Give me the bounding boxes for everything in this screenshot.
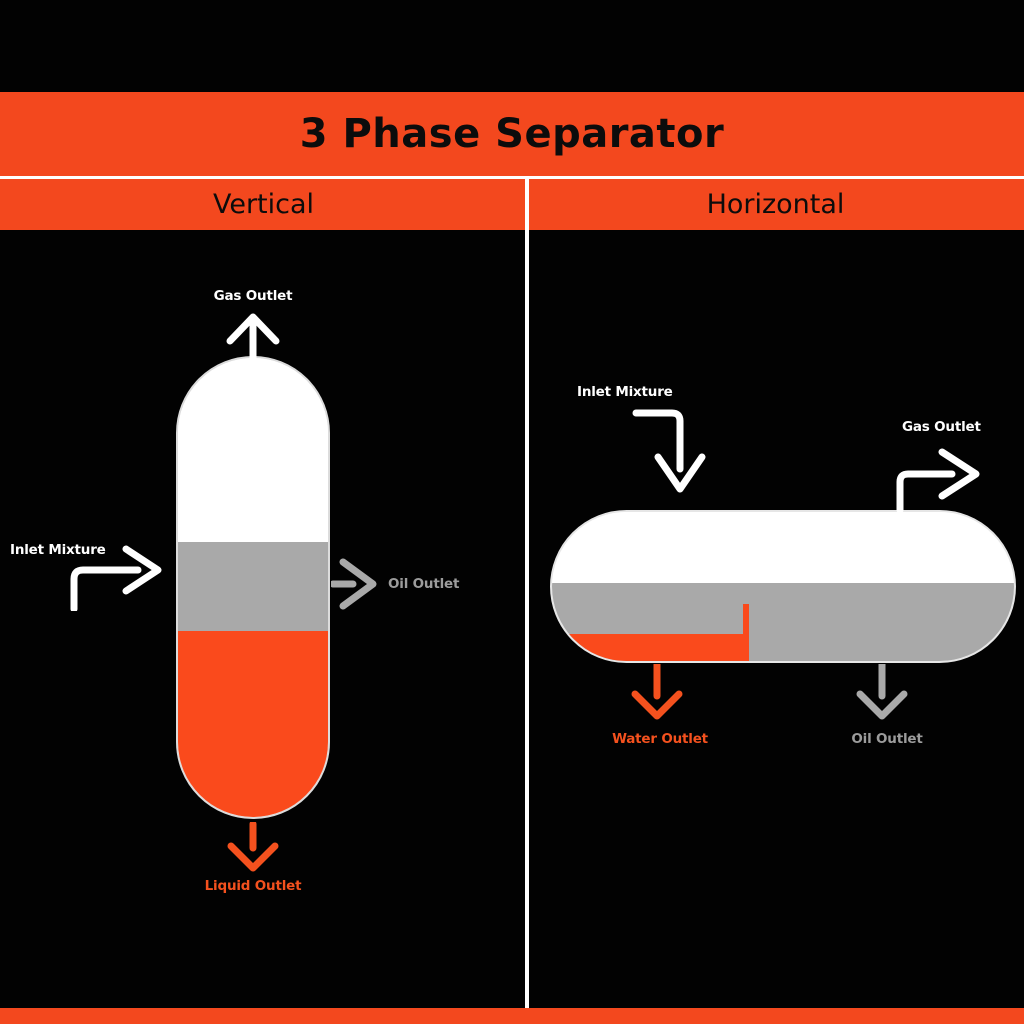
inlet-elbow-arrow-icon [70,545,162,611]
horizontal-gas-phase [552,512,1014,583]
oil-outlet-down-arrow-icon [856,664,908,720]
horizontal-water-outlet-label: Water Outlet [612,731,708,747]
horizontal-vessel [550,510,1016,663]
inlet-down-elbow-arrow-icon [632,409,706,493]
horizontal-inlet-mixture-label: Inlet Mixture [577,384,673,400]
horizontal-oil-outlet-label: Oil Outlet [851,731,923,747]
vertical-vessel [176,356,330,819]
weir-plate [743,604,749,661]
vertical-liquid-outlet-label: Liquid Outlet [204,878,302,894]
column-header-horizontal: Horizontal [706,189,845,220]
horizontal-water-phase [552,634,748,661]
vertical-gas-phase [178,358,328,542]
oil-outlet-right-arrow-icon [331,558,377,610]
horizontal-gas-outlet-label: Gas Outlet [902,419,981,435]
horizontal-divider [0,176,1024,179]
page-title: 3 Phase Separator [299,111,725,157]
column-header-band: Vertical Horizontal [0,179,1024,230]
gas-outlet-elbow-arrow-icon [896,448,980,512]
vertical-oil-phase [178,542,328,631]
bottom-orange-strip [0,1008,1024,1024]
vertical-gas-outlet-label: Gas Outlet [213,288,293,304]
vertical-divider [525,176,529,1024]
water-outlet-down-arrow-icon [631,664,683,720]
title-band: 3 Phase Separator [0,92,1024,176]
liquid-outlet-down-arrow-icon [227,822,279,872]
column-header-vertical: Vertical [212,189,315,220]
vertical-oil-outlet-label: Oil Outlet [388,576,460,592]
vertical-inlet-mixture-label: Inlet Mixture [10,542,106,558]
vertical-liquid-phase [178,631,328,817]
gas-outlet-up-arrow-icon [226,313,280,360]
